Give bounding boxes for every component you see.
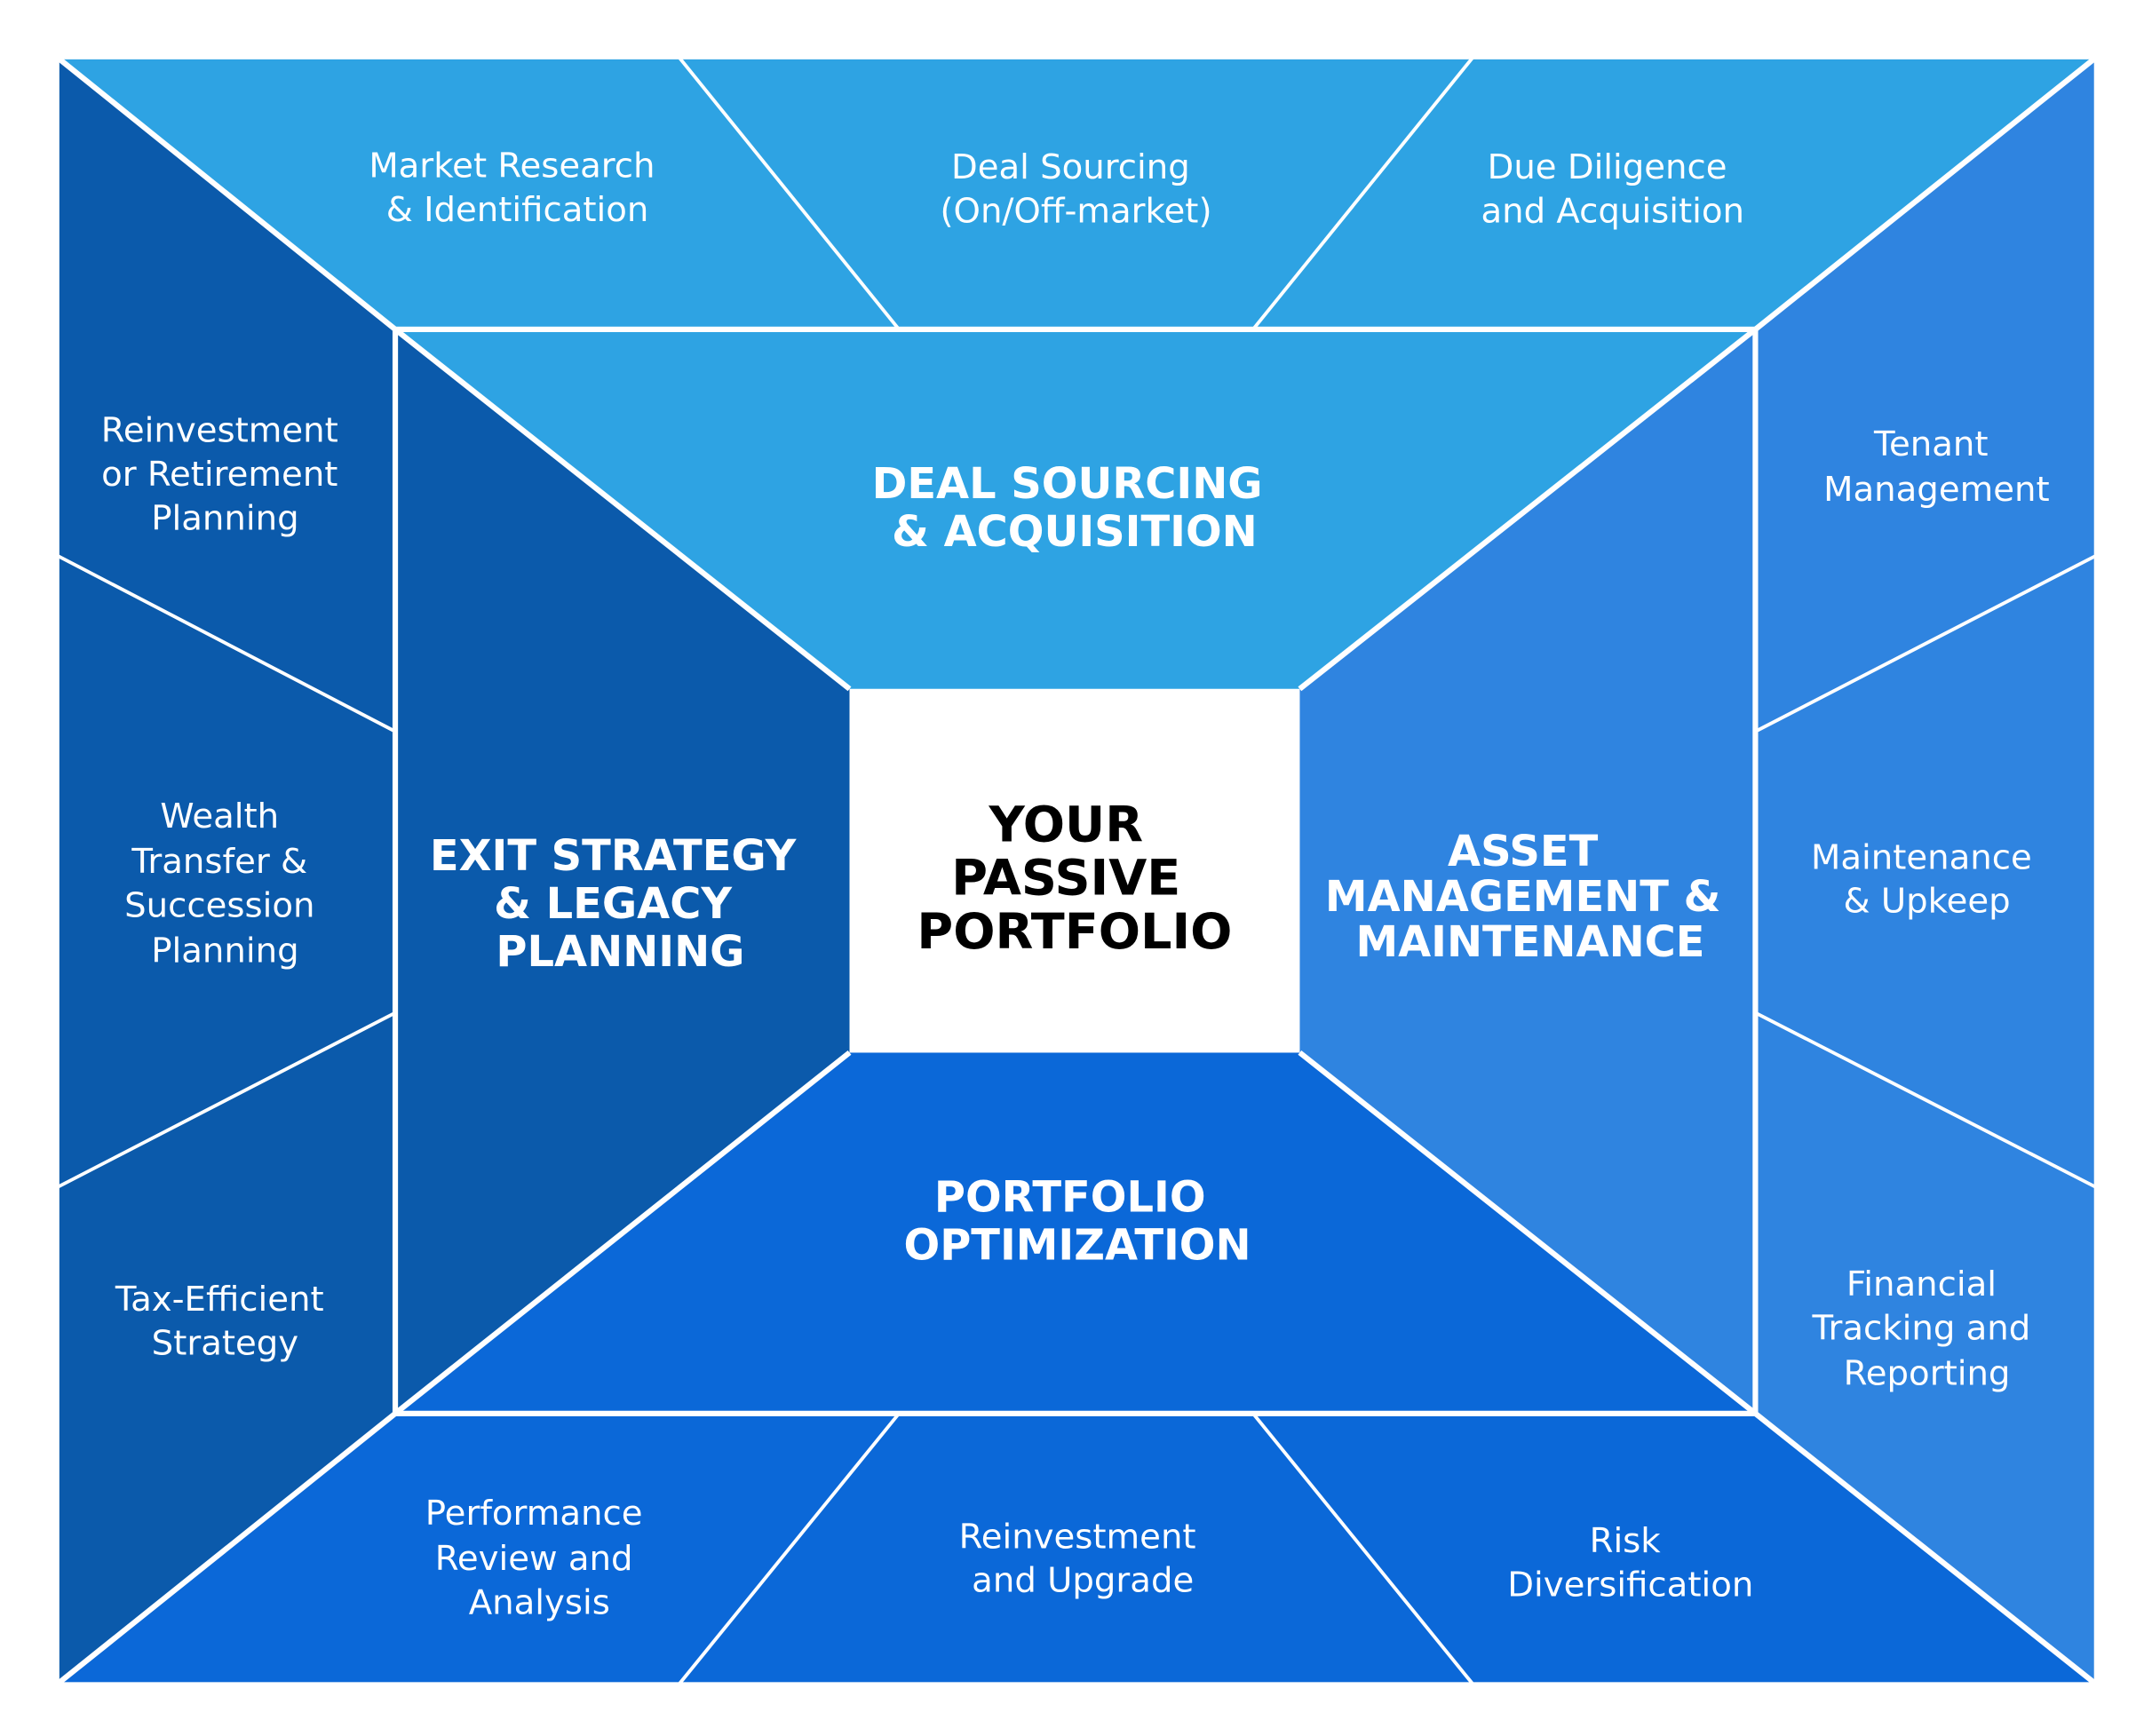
item-performance-review: Performance Review and Analysis: [425, 1494, 654, 1622]
item-wealth-transfer: Wealth Transfer & Succession Planning: [124, 797, 326, 971]
item-market-research: Market Research & Identification: [369, 146, 665, 229]
outer-right-band: [1755, 57, 2096, 1684]
item-risk-diversification: Risk Diversification: [1507, 1521, 1753, 1605]
outer-ring: [57, 57, 2096, 1684]
item-reinvestment-retirement: Reinvestment or Retirement Planning: [101, 411, 349, 539]
outer-bottom-band: [57, 1413, 2096, 1684]
section-bottom-area: [395, 1052, 1756, 1414]
item-maintenance-upkeep: Maintenance & Upkeep: [1811, 837, 2043, 921]
item-deal-sourcing: Deal Sourcing (On/Off-market): [940, 147, 1211, 231]
item-tax-efficient: Tax-Efficient Strategy: [115, 1280, 335, 1363]
item-reinvestment-upgrade: Reinvestment and Upgrade: [959, 1517, 1207, 1600]
item-due-diligence: Due Diligence and Acquisition: [1481, 147, 1743, 231]
divider-lines: [55, 55, 2098, 1686]
item-tenant-management: Tenant Management: [1823, 424, 2049, 510]
center-title: YOUR PASSIVE PORTFOLIO: [917, 796, 1232, 961]
center-box: [849, 688, 1300, 1053]
outer-left-band: [57, 57, 396, 1684]
section-title-portfolio-optimization: PORTFOLIO OPTIMIZATION: [903, 1174, 1251, 1271]
section-title-deal-sourcing: DEAL SOURCING & ACQUISITION: [872, 460, 1278, 557]
outer-top-band: [57, 57, 2096, 329]
section-top-area: [395, 329, 1756, 689]
item-financial-tracking: Financial Tracking and Reporting: [1812, 1264, 2042, 1393]
section-title-exit-strategy: EXIT STRATEGY & LEGACY PLANNING: [430, 832, 811, 977]
section-title-asset-management: ASSET MANAGEMENT & MAINTENANCE: [1325, 828, 1735, 967]
